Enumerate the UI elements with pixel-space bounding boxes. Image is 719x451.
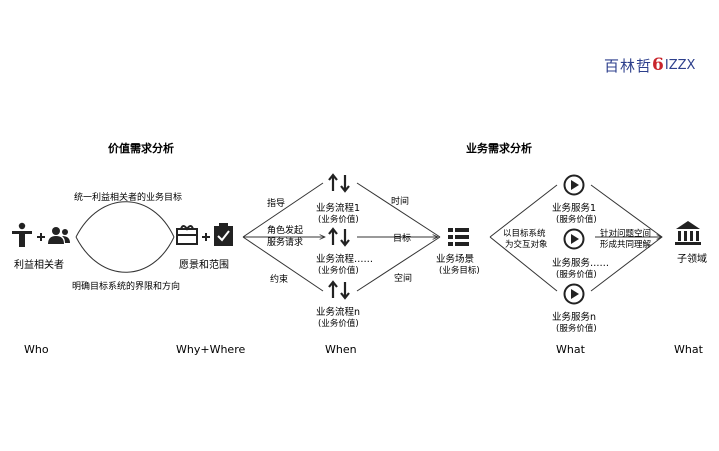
arc-top-label: 统一利益相关者的业务目标	[74, 191, 182, 203]
scenario-label: 业务场景	[436, 253, 474, 265]
footer-when: When	[325, 343, 357, 356]
service-value: (服务价值)	[556, 323, 597, 334]
what-right-line2: 形成共同理解	[600, 239, 652, 250]
footer-why-where: Why+Where	[176, 343, 245, 356]
service-value: (服务价值)	[556, 269, 597, 280]
plus-sign	[202, 233, 210, 241]
logo-text: 百林哲	[604, 56, 653, 75]
flow-name: 业务流程1	[316, 202, 360, 214]
flow-value: (业务价值)	[318, 318, 359, 329]
footer-what-2: What	[674, 343, 704, 356]
swap-icon	[328, 280, 350, 300]
flow-name: 业务流程……	[316, 253, 373, 265]
guide-label: 指导	[267, 197, 285, 209]
top-arc	[75, 201, 175, 238]
bank-icon	[675, 221, 701, 245]
swap-icon	[328, 227, 350, 247]
bottom-arc	[75, 236, 175, 273]
service-name: 业务服务n	[552, 311, 596, 323]
plus-sign	[37, 233, 45, 241]
value-analysis-title: 价值需求分析	[108, 141, 174, 155]
person-icon	[12, 222, 32, 247]
what-lines	[489, 184, 662, 292]
what-left-line2: 为交互对象	[505, 239, 548, 250]
checklist-icon	[214, 223, 233, 246]
role-label-line2: 服务请求	[267, 236, 303, 248]
flow-name: 业务流程n	[316, 306, 360, 318]
logo-six: 6	[652, 55, 665, 75]
goal-label: 目标	[393, 232, 411, 244]
swap-icon	[328, 173, 350, 193]
when-lines	[242, 182, 441, 292]
role-label-line1: 角色发起	[267, 224, 303, 236]
group-icon	[48, 227, 70, 244]
what-left-line1: 以目标系统	[503, 228, 546, 239]
service-value: (服务价值)	[556, 214, 597, 225]
gift-icon	[176, 225, 198, 245]
flow-value: (业务价值)	[318, 265, 359, 276]
footer-who: Who	[24, 343, 49, 356]
service-name: 业务服务……	[552, 257, 609, 269]
play-icon	[563, 174, 585, 196]
list-icon	[448, 228, 469, 246]
space-label: 空间	[394, 272, 412, 284]
vision-label: 愿景和范围	[179, 258, 229, 271]
service-name: 业务服务1	[552, 202, 596, 214]
footer-what-1: What	[556, 343, 586, 356]
subdomain-label: 子领域	[677, 252, 707, 265]
arc-bottom-label: 明确目标系统的界限和方向	[72, 280, 180, 292]
logo-tail: IZZX	[664, 57, 696, 73]
play-icon	[563, 283, 585, 305]
stakeholder-label: 利益相关者	[14, 258, 64, 271]
constraint-label: 约束	[270, 273, 288, 285]
scenario-sub: (业务目标)	[439, 265, 480, 276]
flow-value: (业务价值)	[318, 214, 359, 225]
time-label: 时间	[391, 195, 409, 207]
play-icon	[563, 228, 585, 250]
what-right-line1: 针对问题空间	[600, 228, 651, 239]
business-analysis-title: 业务需求分析	[466, 141, 532, 155]
brand-logo: 百林哲 6 IZZX	[604, 54, 695, 76]
